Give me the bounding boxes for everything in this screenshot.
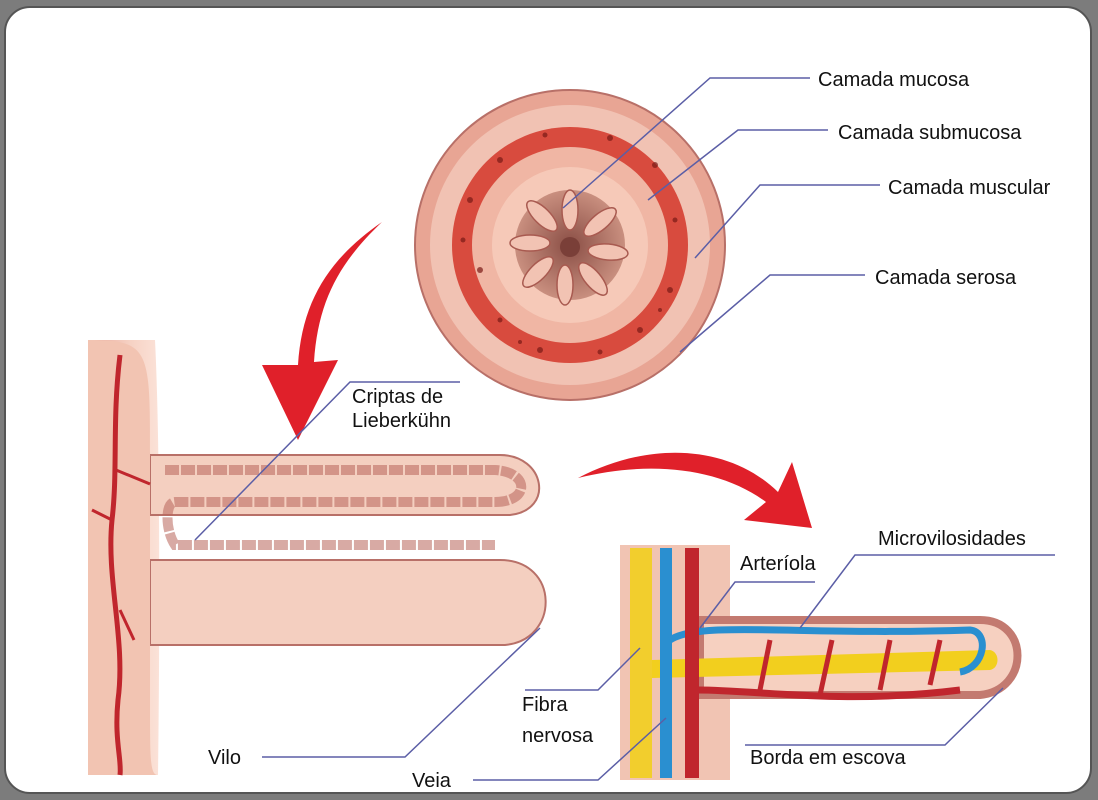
label-vilo: Vilo (208, 747, 241, 769)
intestine-cross-section (415, 90, 725, 400)
label-camada-serosa: Camada serosa (875, 267, 1017, 289)
label-criptas-line1: Criptas de (352, 386, 443, 408)
label-fibra-line1: Fibra (522, 694, 568, 716)
label-borda-em-escova: Borda em escova (750, 747, 907, 769)
arrow-to-villus-detail (578, 453, 812, 528)
label-fibra-line2: nervosa (522, 725, 594, 747)
label-camada-mucosa: Camada mucosa (818, 69, 970, 91)
label-criptas-line2: Lieberkühn (352, 410, 451, 432)
label-camada-submucosa: Camada submucosa (838, 122, 1022, 144)
label-arteriola: Arteríola (740, 553, 816, 575)
label-microvilosidades: Microvilosidades (878, 528, 1026, 550)
label-camada-muscular: Camada muscular (888, 177, 1051, 199)
villi-section (88, 340, 546, 775)
label-veia: Veia (412, 770, 452, 792)
